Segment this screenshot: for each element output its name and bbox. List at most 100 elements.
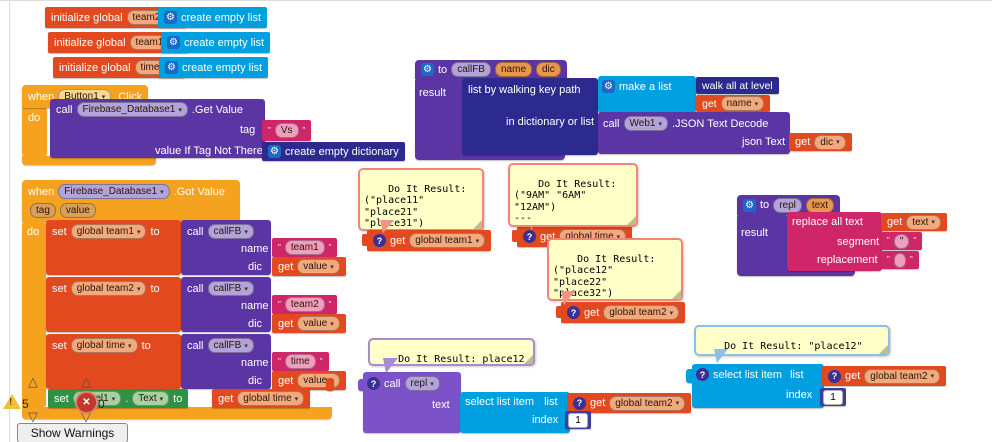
block-replace-all-text[interactable] [787,212,882,271]
block-text-team1[interactable]: team1 [272,238,338,257]
procedure-name-field[interactable]: callFB [451,62,491,77]
variable-dropdown[interactable]: value [297,259,340,274]
variable-dropdown[interactable]: global team2 [70,281,147,296]
param-name[interactable]: name [494,62,532,77]
mutator-gear-icon[interactable] [164,11,177,24]
block-get-dic[interactable]: get dic [789,133,852,151]
block-proc-def-repl[interactable]: to repl text [737,195,840,215]
block-get-global-time[interactable]: get global time [212,389,311,408]
mutator-gear-icon[interactable] [421,63,434,76]
variable-dropdown[interactable]: global time [70,338,138,353]
block-set-label1-text[interactable]: set Label1 . Text to [48,389,189,408]
show-warnings-button[interactable]: Show Warnings [17,423,128,442]
proc-body-bottom[interactable] [737,266,855,276]
string-field[interactable]: team1 [284,240,325,255]
mutator-gear-icon[interactable] [268,145,281,158]
help-question-icon[interactable] [696,368,709,381]
mutator-gear-icon[interactable] [167,36,180,49]
block-create-empty-list[interactable]: create empty list [158,7,268,28]
procedure-dropdown[interactable]: repl [404,376,440,391]
help-question-icon[interactable] [573,396,586,410]
procedure-dropdown[interactable]: callFB [207,281,254,296]
block-get-name[interactable]: get name [696,95,771,112]
string-field[interactable]: Vs [274,123,299,138]
block-list-by-walking-key-path[interactable] [462,78,598,155]
block-walk-all-at-level[interactable]: walk all at level [696,77,779,94]
variable-dropdown[interactable]: global time [237,391,305,406]
doit-result-bubble-time[interactable]: Do It Result: ("9AM" "6AM" "12AM") --- [508,163,638,227]
event-block-bottom[interactable] [22,407,332,419]
string-field[interactable]: team2 [284,297,325,312]
number-field[interactable]: 1 [823,389,843,405]
component-dropdown[interactable]: Firebase_Database1 [76,102,188,117]
variable-dropdown[interactable]: global team2 [609,395,686,411]
block-get-value[interactable]: get value [272,371,346,390]
block-init-global-team2[interactable]: initialize global team2 to [45,7,186,28]
variable-dropdown[interactable]: global team1 [70,224,147,239]
procedure-dropdown[interactable]: callFB [207,224,254,239]
variable-dropdown[interactable]: global team2 [603,305,680,320]
doit-result-bubble-team1[interactable]: Do It Result: ("place11" "place21" "plac… [358,168,484,231]
block-text-segment[interactable]: " [881,232,923,250]
proc-body-bottom[interactable] [415,150,565,160]
variable-dropdown[interactable]: global team1 [409,233,486,248]
mutator-gear-icon[interactable] [602,80,615,93]
block-get-text[interactable]: get text [881,213,947,231]
block-proc-def-callfb[interactable]: to callFB name dic [415,60,567,79]
block-text-replacement[interactable] [881,251,919,269]
string-field[interactable]: time [284,354,316,369]
param-text[interactable]: text [805,197,834,213]
mutator-gear-icon[interactable] [743,198,756,212]
doit-result-bubble-team2[interactable]: Do It Result: ("place12" "place22" "plac… [547,238,683,301]
event-block-spine[interactable] [22,107,47,156]
variable-dropdown[interactable]: value [297,316,340,331]
block-get-global-team2-doit[interactable]: get global team2 [555,302,686,323]
resize-handle-icon[interactable] [524,355,533,364]
event-param-value[interactable]: value [59,203,96,218]
procedure-name-field[interactable]: repl [773,197,802,213]
help-question-icon[interactable] [367,377,380,390]
number-field[interactable]: 1 [568,412,588,428]
block-get-global-team2[interactable]: get global team2 [822,366,947,386]
help-question-icon[interactable] [567,306,580,319]
block-text-time[interactable]: time [272,352,329,371]
resize-handle-icon[interactable] [473,220,482,229]
variable-dropdown[interactable]: name [720,96,765,111]
block-get-value[interactable]: get value [272,257,346,276]
resize-handle-icon[interactable] [672,290,681,299]
resize-handle-icon[interactable] [627,216,636,225]
event-block-bottom[interactable] [22,156,156,165]
block-text-vs[interactable]: Vs [262,120,312,141]
param-dic[interactable]: dic [536,62,561,77]
variable-dropdown[interactable]: dic [814,134,846,150]
block-select-list-item-doit[interactable] [692,364,824,408]
block-text-team2[interactable]: team2 [272,295,338,314]
block-get-global-team2[interactable]: get global team2 [567,393,692,413]
property-dropdown[interactable]: Text [132,391,170,406]
help-question-icon[interactable] [523,230,536,243]
mutator-gear-icon[interactable] [165,61,178,74]
string-field[interactable] [893,252,906,268]
component-dropdown[interactable]: Firebase_Database1 [58,184,170,199]
block-number-1[interactable]: 1 [820,388,846,406]
block-number-1[interactable]: 1 [565,411,591,429]
variable-dropdown[interactable]: text [906,214,941,230]
doit-result-bubble-select[interactable]: Do It Result: "place12" --- [694,325,890,356]
variable-dropdown[interactable]: global team2 [864,368,941,384]
block-select-list-item[interactable] [460,392,570,433]
help-question-icon[interactable] [828,369,841,383]
procedure-dropdown[interactable]: callFB [207,338,254,353]
event-param-tag[interactable]: tag [30,203,56,218]
block-get-global-team1-doit[interactable]: get global team1 [361,230,492,251]
help-question-icon[interactable] [373,234,386,247]
block-init-global-time[interactable]: initialize global time to [53,57,185,78]
block-create-empty-list[interactable]: create empty list [159,57,269,78]
component-dropdown[interactable]: Web1 [623,116,668,131]
block-create-empty-dictionary[interactable]: create empty dictionary [262,142,405,161]
proc-body-left[interactable] [737,214,787,270]
resize-handle-icon[interactable] [879,345,888,354]
proc-body-left[interactable] [415,78,463,153]
block-get-value[interactable]: get value [272,314,346,333]
block-create-empty-list[interactable]: create empty list [161,32,271,53]
